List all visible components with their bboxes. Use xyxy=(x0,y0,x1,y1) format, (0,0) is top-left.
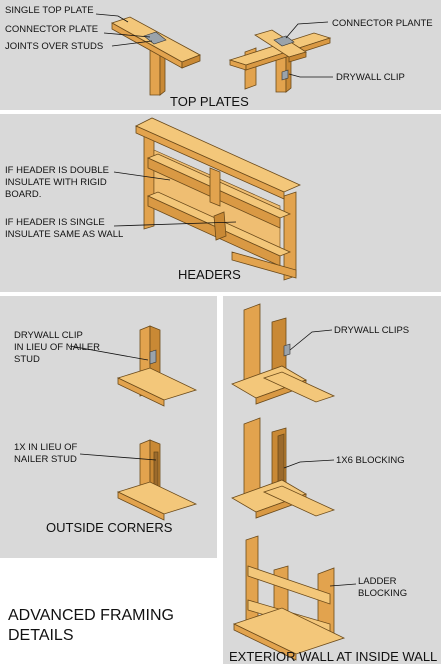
header-double-note-line3: BOARD. xyxy=(5,189,41,200)
clip-note-line2: IN LIEU OF NAILER xyxy=(14,342,100,353)
connector-plante-icon xyxy=(273,35,295,47)
header-single-note-line1: IF HEADER IS SINGLE xyxy=(5,217,105,228)
ladder-note-line1: LADDER xyxy=(358,576,397,587)
header-double-note-line1: IF HEADER IS DOUBLE xyxy=(5,165,109,176)
label-drywall-clips: DRYWALL CLIPS xyxy=(334,325,409,336)
nailer-note-line1: 1X IN LIEU OF xyxy=(14,442,78,453)
clip-note-line3: STUD xyxy=(14,354,40,365)
nailer-note-line2: NAILER STUD xyxy=(14,454,77,465)
inside-wall-ladder xyxy=(232,535,346,661)
label-drywall-clip: DRYWALL CLIP xyxy=(336,72,405,83)
outside-corners-panel xyxy=(0,296,217,558)
page-title-line1: ADVANCED FRAMING xyxy=(8,607,174,624)
caption-top-plates: TOP PLATES xyxy=(170,94,249,109)
caption-outside-corners: OUTSIDE CORNERS xyxy=(46,520,173,535)
header-frame xyxy=(135,117,301,281)
label-joints-over-studs: JOINTS OVER STUDS xyxy=(5,41,103,52)
inside-wall-clips xyxy=(231,303,336,405)
drywall-clip-icon xyxy=(281,69,289,81)
caption-exterior-wall: EXTERIOR WALL AT INSIDE WALL xyxy=(229,649,437,664)
drywall-clip-icon xyxy=(149,349,157,365)
caption-headers: HEADERS xyxy=(178,267,241,282)
label-1x6-blocking: 1X6 BLOCKING xyxy=(336,455,405,466)
top-plates-panel xyxy=(0,0,441,110)
outside-corner-clip xyxy=(116,325,198,407)
header-double-note-line2: INSULATE WITH RIGID xyxy=(5,177,107,188)
top-plate-tee xyxy=(228,29,332,93)
ladder-note-line2: BLOCKING xyxy=(358,588,407,599)
header-single-note-line2: INSULATE SAME AS WALL xyxy=(5,229,123,240)
label-connector-plante: CONNECTOR PLANTE xyxy=(332,18,433,29)
top-plate-straight xyxy=(111,16,201,96)
page-title-line2: DETAILS xyxy=(8,627,74,644)
outside-corner-nailer xyxy=(116,439,198,521)
label-connector-plate: CONNECTOR PLATE xyxy=(5,24,98,35)
label-single-top-plate: SINGLE TOP PLATE xyxy=(5,5,94,16)
inside-wall-blocking xyxy=(231,417,336,519)
drywall-clip-icon xyxy=(283,343,291,357)
clip-note-line1: DRYWALL CLIP xyxy=(14,330,83,341)
